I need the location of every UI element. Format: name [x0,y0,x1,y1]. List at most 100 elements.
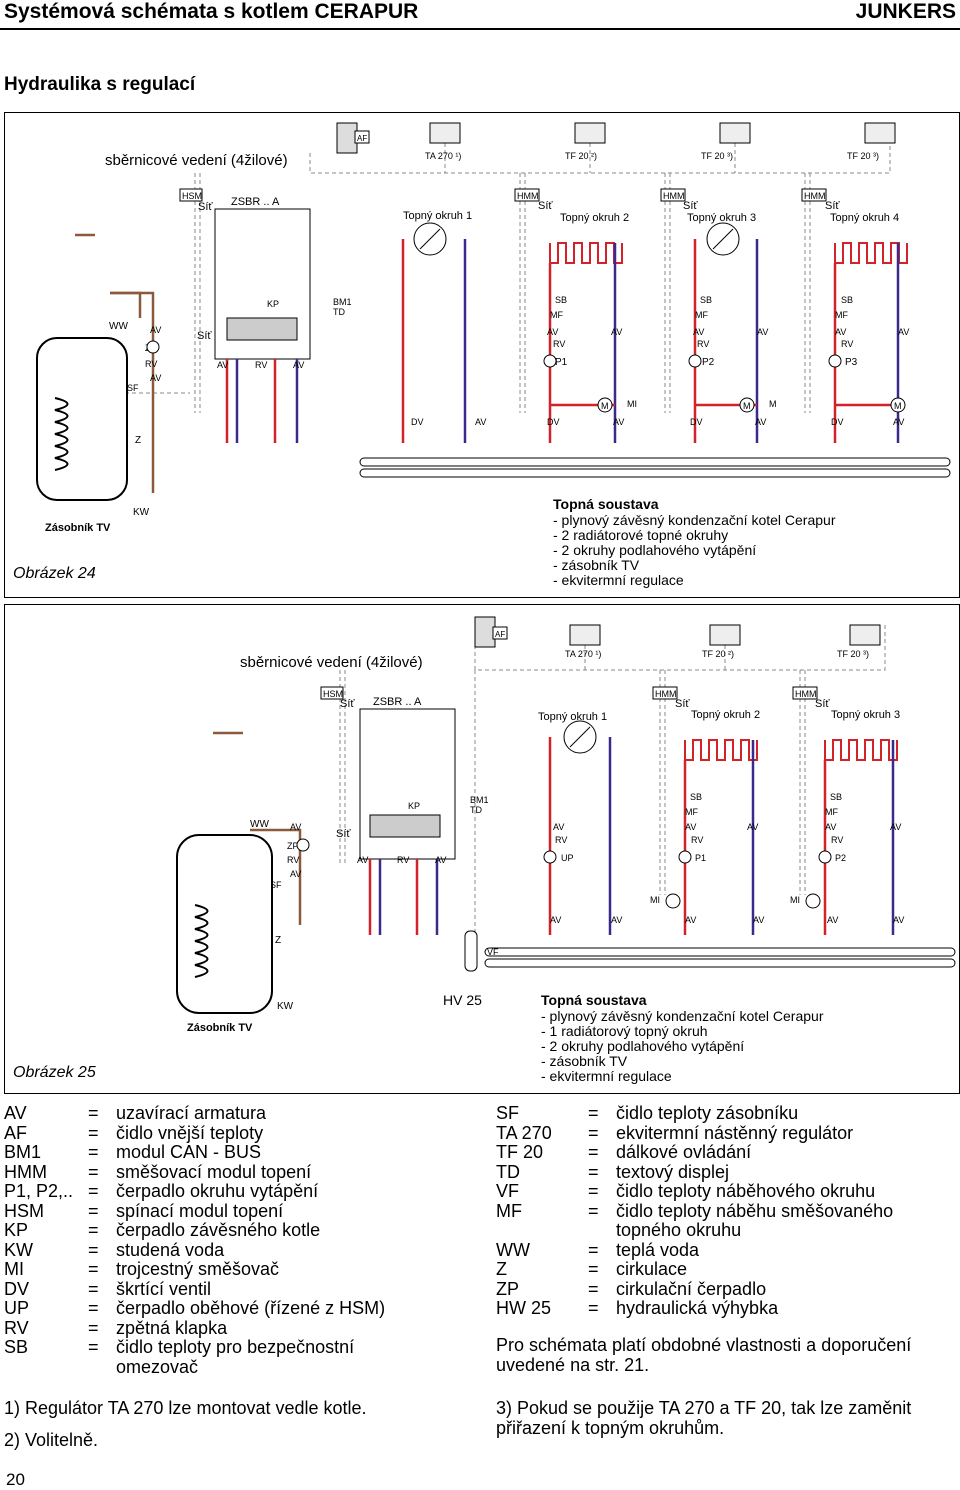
system-item: - 2 radiátorové topné okruhy [553,527,728,543]
svg-text:AV: AV [475,417,486,427]
svg-text:- plynový závěsný kondenzační: - plynový závěsný kondenzační kotel Cera… [541,1008,824,1024]
af-sensor: AF [336,122,370,154]
svg-text:P1: P1 [555,357,568,368]
svg-text:SF: SF [270,880,282,890]
system-item: - 2 okruhy podlahového vytápění [553,542,756,558]
svg-text:HMM: HMM [795,689,817,699]
svg-text:MI: MI [650,895,660,905]
hsm-label: HSM [182,191,202,201]
svg-text:Síť: Síť [683,200,698,212]
circuit-4-title: Topný okruh 4 [830,212,899,224]
diagram-24: AF TA 270 ¹) TF 20 ²) TF 20 ³) TF 20 ³) … [13,122,951,588]
svg-text:DV: DV [411,417,424,427]
svg-text:Síť: Síť [538,200,553,212]
svg-text:SB: SB [555,295,567,305]
svg-text:HSM: HSM [323,689,343,699]
regulator-label-3: TF 20 ³) [701,151,733,161]
svg-text:RV: RV [691,835,703,845]
svg-text:AV: AV [890,822,901,832]
svg-text:AV: AV [747,822,758,832]
svg-text:Síť: Síť [340,698,355,710]
zsbr-label: ZSBR .. A [231,196,280,208]
svg-text:M: M [743,401,751,411]
svg-text:AV: AV [827,915,838,925]
tank-label: Zásobník TV [45,522,111,534]
svg-text:SF: SF [127,383,139,393]
svg-text:MI: MI [627,399,637,409]
svg-text:HMM: HMM [655,689,677,699]
svg-text:MI: MI [790,895,800,905]
svg-text:SB: SB [690,792,702,802]
svg-text:Síť: Síť [815,698,830,710]
svg-text:Z: Z [275,935,281,946]
svg-text:P2: P2 [835,853,846,863]
system-item: - plynový závěsný kondenzační kotel Cera… [553,512,836,528]
svg-text:Síť: Síť [675,698,690,710]
svg-text:P3: P3 [845,357,858,368]
svg-text:AV: AV [150,325,161,335]
diagram-25: AF TA 270 ¹) TF 20 ²) TF 20 ³) sběrnicov… [13,616,956,1084]
svg-text:RV: RV [287,855,299,865]
svg-text:RV: RV [553,339,565,349]
svg-text:HMM: HMM [517,191,539,201]
svg-text:- 1 radiátorový topný okruh: - 1 radiátorový topný okruh [541,1023,708,1039]
regulator-label-1: TA 270 ¹) [425,151,461,161]
circuit-3-title: Topný okruh 3 [687,212,756,224]
svg-text:DV: DV [690,417,703,427]
svg-text:MF: MF [695,310,708,320]
svg-text:AV: AV [357,855,368,865]
storage-tank [36,337,128,501]
svg-text:AV: AV [290,869,301,879]
svg-text:VF: VF [487,947,499,957]
svg-text:RV: RV [697,339,709,349]
figure-24: AF TA 270 ¹) TF 20 ²) TF 20 ³) TF 20 ³) … [4,112,960,598]
footnote-2: 2) Volitelně. [4,1430,99,1450]
svg-text:AV: AV [553,822,564,832]
svg-text:KP: KP [267,299,279,309]
svg-text:AV: AV [893,915,904,925]
footnote-3: 3) Pokud se použije TA 270 a TF 20, tak … [496,1398,912,1438]
svg-text:HMM: HMM [663,191,685,201]
svg-text:BM1: BM1 [470,795,489,805]
svg-text:TD: TD [470,805,482,815]
figure-caption: Obrázek 24 [13,565,96,582]
svg-text:ZP: ZP [287,841,299,851]
svg-text:RV: RV [841,339,853,349]
svg-text:SB: SB [841,295,853,305]
svg-text:AV: AV [835,327,846,337]
svg-text:DV: DV [831,417,844,427]
svg-text:AV: AV [547,327,558,337]
svg-text:AV: AV [685,915,696,925]
svg-text:MF: MF [550,310,563,320]
legend-right: SF=čidlo teploty zásobníku TA 270=ekvite… [496,1103,894,1318]
bus-label: sběrnicové vedení (4žilové) [105,152,288,169]
regulator-label-2: TF 20 ²) [565,151,597,161]
svg-text:Z: Z [135,435,141,446]
page-header: Systémová schémata s kotlem CERAPUR JUNK… [0,0,960,30]
svg-text:KW: KW [133,507,150,518]
svg-text:WW: WW [109,321,128,332]
figure-25: AF TA 270 ¹) TF 20 ²) TF 20 ³) sběrnicov… [4,604,960,1094]
svg-text:Síť: Síť [825,200,840,212]
system-title: Topná soustava [553,496,659,512]
header-divider [0,28,960,30]
svg-text:M: M [894,401,902,411]
svg-text:P2: P2 [702,357,715,368]
svg-text:SB: SB [830,792,842,802]
svg-text:WW: WW [250,819,269,830]
svg-text:KW: KW [277,1001,294,1012]
svg-text:RV: RV [831,835,843,845]
circuit-2-title: Topný okruh 2 [560,212,629,224]
regulator-icons [429,122,896,144]
svg-text:AV: AV [755,417,766,427]
svg-text:Zásobník TV: Zásobník TV [187,1022,253,1034]
svg-text:TA 270 ¹): TA 270 ¹) [565,649,601,659]
svg-text:TD: TD [333,307,345,317]
bus-label: sběrnicové vedení (4žilové) [240,654,423,671]
svg-text:- zásobník TV: - zásobník TV [541,1053,628,1069]
svg-text:M: M [601,401,609,411]
svg-text:AV: AV [613,417,624,427]
svg-text:RV: RV [145,359,157,369]
floor-loop-2 [834,242,908,264]
footnote-1: 1) Regulátor TA 270 lze montovat vedle k… [4,1398,367,1418]
